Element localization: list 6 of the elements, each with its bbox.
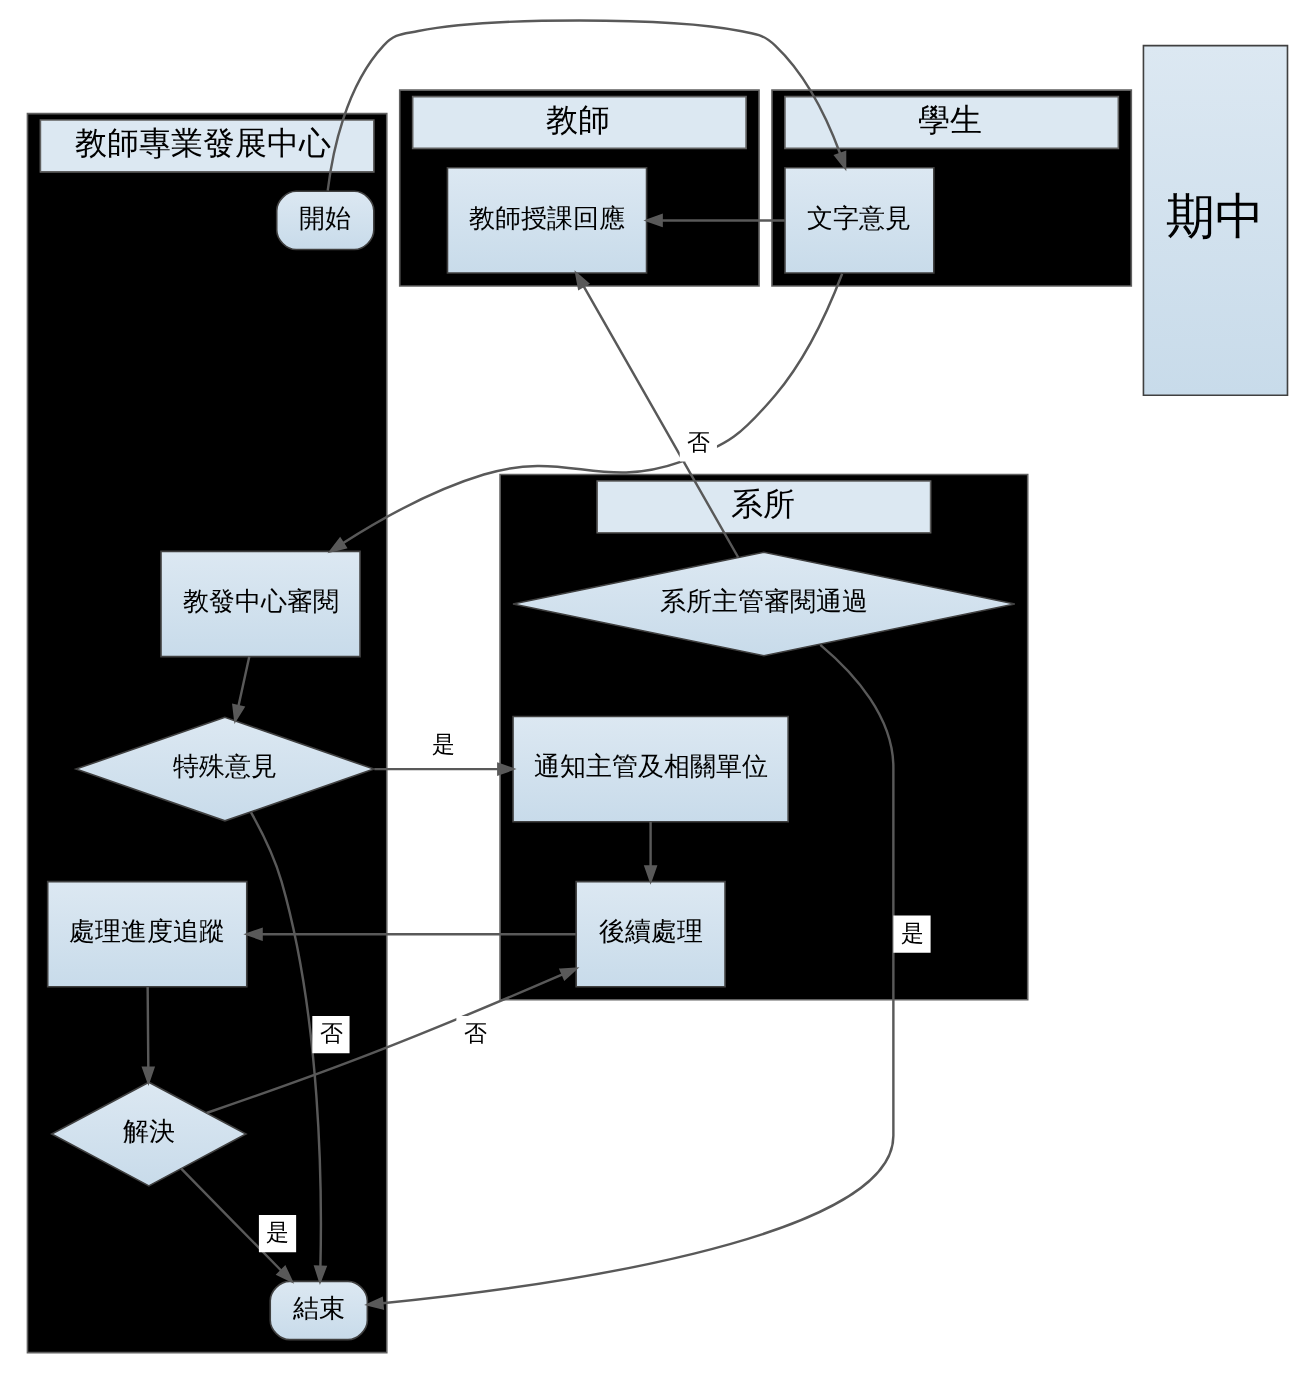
edge-label: 否 [463,1019,487,1046]
edge-label: 否 [687,428,711,455]
edge-label: 是 [900,919,924,946]
edge-label: 否 [319,1019,343,1046]
edge-label: 是 [266,1218,290,1245]
edge-label: 是 [432,730,456,757]
